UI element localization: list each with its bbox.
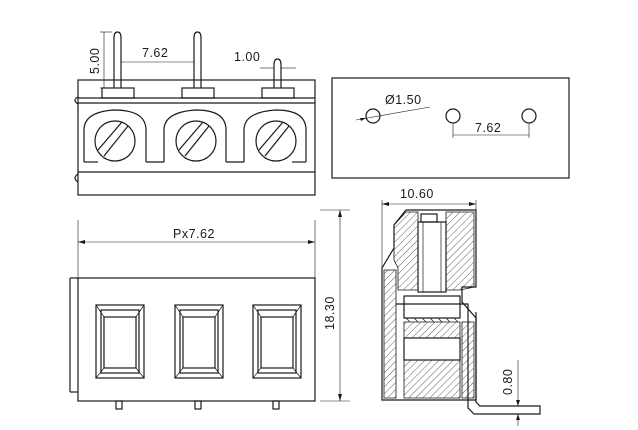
top-view-body — [77, 79, 316, 196]
depth-label: 10.60 — [400, 187, 434, 201]
pcb-hole-3 — [521, 108, 537, 124]
pin-width-label: 1.00 — [234, 50, 260, 64]
top-view-dimensions: 5.00 7.62 1.00 — [88, 31, 296, 89]
top-view-screws — [83, 109, 307, 163]
pin-height-label: 5.00 — [88, 48, 102, 74]
front-view-wire-entries — [95, 304, 302, 379]
pin-pitch-label: 7.62 — [142, 46, 168, 60]
side-section-view: 10.60 0.80 — [381, 187, 541, 426]
hole-pitch-label: 7.62 — [475, 121, 501, 135]
front-view-body — [77, 277, 316, 402]
front-view-dimensions: Px7.62 18.30 — [77, 209, 350, 402]
pin-thickness-label: 0.80 — [501, 369, 515, 395]
side-view-dimensions: 10.60 0.80 — [381, 187, 520, 426]
pcb-hole-2 — [445, 108, 461, 124]
pcb-hole-view: Ø1.50 7.62 — [331, 77, 570, 179]
hole-diameter-label: Ø1.50 — [385, 93, 422, 107]
pitch-label: Px7.62 — [173, 227, 215, 241]
top-view: 5.00 7.62 1.00 — [74, 31, 316, 196]
height-label: 18.30 — [323, 296, 337, 330]
front-view: Px7.62 18.30 — [69, 209, 350, 410]
top-view-pins — [101, 31, 295, 99]
pcb-hole-view-frame — [331, 77, 570, 179]
